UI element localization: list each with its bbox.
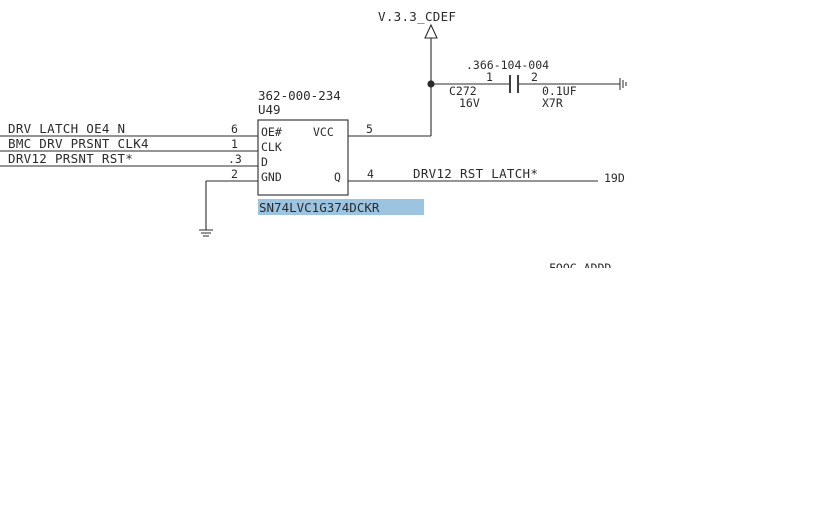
ground-symbol-icon	[199, 229, 213, 237]
pin-number-oe: 6	[231, 122, 238, 136]
ic-part-number: 362-000-234	[258, 88, 341, 103]
ground-icon	[619, 78, 627, 90]
net-label-oe: DRV_LATCH_OE4_N	[8, 121, 125, 136]
capacitor-voltage: 16V	[459, 96, 480, 110]
pin-name-q: Q	[334, 170, 341, 184]
capacitor-refdes: C272	[449, 84, 477, 98]
pin-number-gnd: 2	[231, 167, 238, 181]
pin-number-vcc: 5	[366, 122, 373, 136]
capacitor-value: 0.1UF	[542, 84, 577, 98]
pin-name-oe: OE#	[261, 125, 282, 139]
net-label-clk: BMC_DRV_PRSNT_CLK4	[8, 136, 149, 151]
net-label-q: DRV12_RST_LATCH*	[413, 166, 538, 181]
net-label-d: DRV12_PRSNT_RST*	[8, 151, 133, 166]
ic-body	[257, 119, 349, 196]
pin-number-clk: 1	[231, 137, 238, 151]
power-rail-label: V.3.3_CDEF	[378, 9, 456, 24]
pin-name-gnd: GND	[261, 170, 282, 184]
pin-name-d: D	[261, 155, 268, 169]
ic-refdes: U49	[258, 102, 281, 117]
pin-number-q: 4	[367, 167, 374, 181]
ic-device-name[interactable]: SN74LVC1G374DCKR	[259, 200, 380, 215]
capacitor-dielectric: X7R	[542, 96, 563, 110]
clipped-label-fragment: FOOC ADDD	[549, 261, 611, 275]
offpage-reference: 19D	[604, 171, 625, 185]
pin-name-clk: CLK	[261, 140, 282, 154]
device-name-highlight	[258, 199, 424, 215]
pin-number-d: .3	[228, 152, 242, 166]
pin-name-vcc: VCC	[313, 125, 334, 139]
power-arrow-icon	[424, 23, 438, 39]
capacitor-pin1: 1	[486, 70, 493, 84]
capacitor-part-number: .366-104-004	[466, 58, 549, 72]
capacitor-pin2: 2	[531, 70, 538, 84]
